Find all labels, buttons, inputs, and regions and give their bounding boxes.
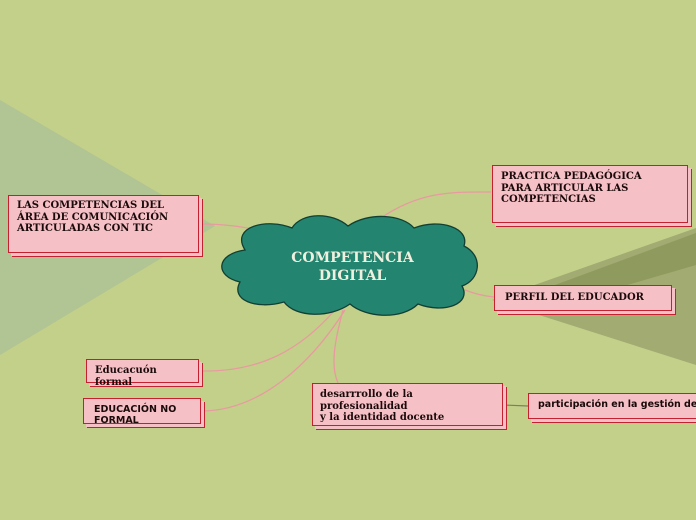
topic-line: COMPETENCIAS xyxy=(501,194,596,205)
connector-formal xyxy=(200,309,336,372)
topic-competencias-comunicacion[interactable]: LAS COMPETENCIAS DEL ÁREA DE COMUNICACIÓ… xyxy=(8,195,199,253)
topic-label: PERFIL DEL EDUCADOR xyxy=(505,292,644,303)
topic-label: EDUCACIÓN NO FORMAL xyxy=(94,404,177,426)
central-cloud xyxy=(221,215,478,316)
topic-label: Educacuón formal xyxy=(95,365,157,388)
topic-label: participación en la gestión de la escuel… xyxy=(538,399,696,410)
connector-noformal xyxy=(202,309,346,412)
connector-practica xyxy=(377,191,492,221)
right-shadow-band xyxy=(555,233,696,290)
topic-line: LAS COMPETENCIAS DEL xyxy=(17,200,165,211)
central-topic[interactable]: COMPETENCIA DIGITAL xyxy=(250,250,455,285)
connector-desarrollo xyxy=(333,309,344,384)
connector-perfil xyxy=(464,289,495,298)
topic-line: desarrrollo de la profesionalidad xyxy=(320,389,413,412)
topic-educacion-formal[interactable]: Educacuón formal xyxy=(86,359,199,388)
central-topic-line2: DIGITAL xyxy=(318,267,387,284)
topic-desarrollo-profesionalidad[interactable]: desarrrollo de la profesionalidad y la i… xyxy=(312,383,503,426)
connector-participacion xyxy=(502,404,529,407)
subtopic-participacion-gestion[interactable]: participación en la gestión de la escuel… xyxy=(528,393,696,419)
topic-line: PARA ARTICULAR LAS xyxy=(501,182,629,194)
topic-line: y la identidad docente xyxy=(320,412,445,423)
topic-line: ARTICULADAS CON TIC xyxy=(17,223,153,234)
topic-line: PRACTICA PEDAGÓGICA xyxy=(501,171,642,182)
topic-practica-pedagogica[interactable]: PRACTICA PEDAGÓGICA PARA ARTICULAR LAS C… xyxy=(492,165,688,223)
central-topic-line1: COMPETENCIA xyxy=(291,250,414,266)
topic-perfil-educador[interactable]: PERFIL DEL EDUCADOR xyxy=(494,285,672,311)
topic-educacion-no-formal[interactable]: EDUCACIÓN NO FORMAL xyxy=(83,398,201,426)
topic-line: ÁREA DE COMUNICACIÓN xyxy=(17,211,169,223)
